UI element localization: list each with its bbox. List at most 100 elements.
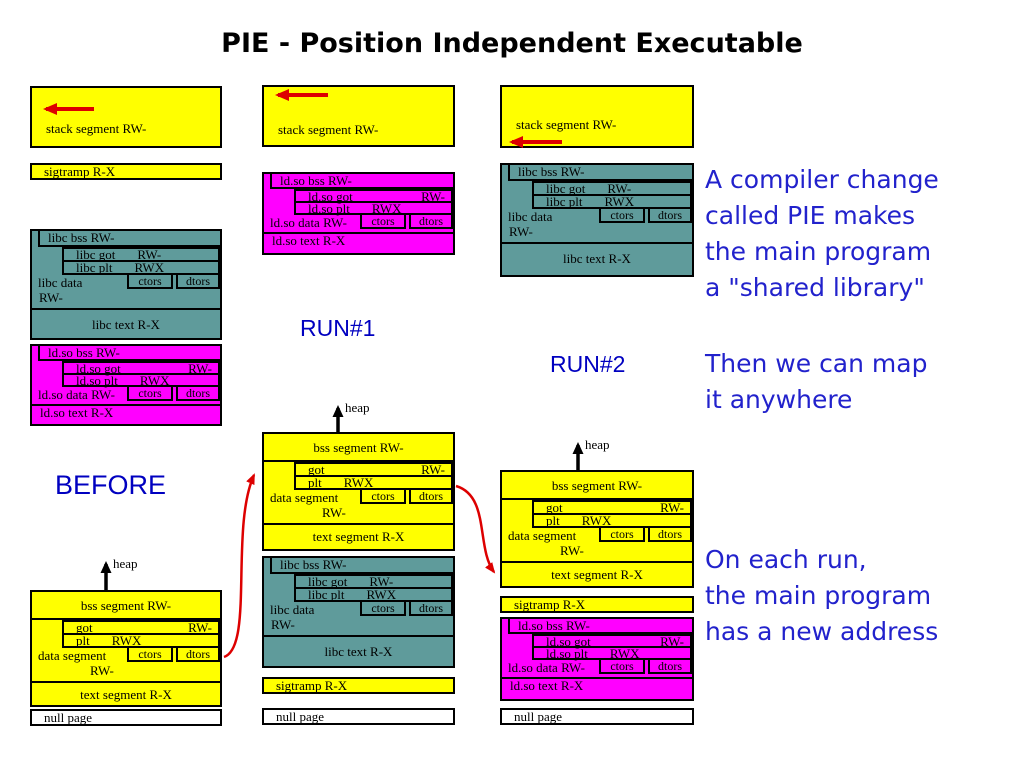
- ldso-data-row: ld.so data RW- ctors dtors: [502, 658, 692, 677]
- program-box-run2: bss segment RW- got RW- plt RWX data seg…: [500, 470, 694, 588]
- prog-plt-perm: RWX: [111, 633, 142, 648]
- ldso-got-label: ld.so got: [546, 634, 591, 649]
- note-line: Then we can map: [705, 349, 928, 378]
- prog-bss: bss segment RW-: [502, 472, 692, 500]
- prog-got-perm: RW-: [188, 620, 212, 635]
- slide-title: PIE - Position Independent Executable: [221, 28, 803, 59]
- libc-ctors: ctors: [599, 207, 645, 223]
- ldso-plt-label: ld.so plt: [308, 201, 350, 216]
- ldso-plt-perm: RWX: [609, 646, 640, 661]
- libc-data-perm: RW-: [271, 617, 295, 632]
- prog-data-perm: RW-: [560, 543, 584, 558]
- relocation-arrow-before-to-run1: [223, 473, 256, 659]
- program-box-run1: bss segment RW- got RW- plt RWX data seg…: [262, 432, 455, 551]
- ldso-data-label: ld.so data RW-: [38, 387, 115, 402]
- libc-box-run2: libc bss RW- libc got RW- libc plt RWX l…: [500, 163, 694, 277]
- ldso-dtors: dtors: [648, 658, 692, 674]
- libc-data-row: libc data RW- ctors dtors: [32, 273, 220, 308]
- heap-label-run1: heap: [345, 400, 370, 415]
- libc-bss: libc bss RW-: [508, 165, 692, 181]
- libc-bss: libc bss RW-: [270, 558, 453, 574]
- prog-plt-label: plt: [308, 475, 322, 490]
- ldso-plt-perm: RWX: [139, 373, 170, 388]
- ldso-data-label: ld.so data RW-: [508, 660, 585, 675]
- ldso-box-before: ld.so bss RW- ld.so got RW- ld.so plt RW…: [30, 344, 222, 426]
- sigtramp-label: sigtramp R-X: [32, 165, 220, 178]
- note-line: the main program: [705, 581, 932, 610]
- ldso-bss: ld.so bss RW-: [270, 174, 453, 189]
- note-line: called PIE makes: [705, 201, 916, 230]
- libc-plt-label: libc plt: [546, 194, 583, 209]
- prog-data-label: data segment: [508, 528, 577, 543]
- prog-plt-perm: RWX: [343, 475, 374, 490]
- prog-data-row: data segment RW- ctors dtors: [32, 646, 220, 681]
- prog-plt-label: plt: [546, 513, 560, 528]
- sigtramp-box-run1: sigtramp R-X: [262, 677, 455, 694]
- ldso-got-label: ld.so got: [76, 361, 121, 376]
- ldso-text: ld.so text R-X: [502, 677, 692, 693]
- prog-bss: bss segment RW-: [264, 434, 453, 462]
- libc-dtors: dtors: [648, 207, 692, 223]
- prog-got-label: got: [308, 462, 325, 477]
- note-new-address: On each run, the main program has a new …: [705, 542, 938, 650]
- libc-box-before: libc bss RW- libc got RW- libc plt RWX l…: [30, 229, 222, 340]
- libc-got-perm: RW-: [369, 574, 394, 589]
- prog-data-label: data segment: [270, 490, 339, 505]
- prog-ctors: ctors: [599, 526, 645, 542]
- prog-ctors: ctors: [127, 646, 173, 662]
- note-line: A compiler change: [705, 165, 939, 194]
- ldso-box-run1: ld.so bss RW- ld.so got RW- ld.so plt RW…: [262, 172, 455, 255]
- nullpage-box-run1: null page: [262, 708, 455, 725]
- before-label: BEFORE: [55, 470, 167, 500]
- ldso-got-perm: RW-: [660, 634, 684, 649]
- prog-bss: bss segment RW-: [32, 592, 220, 620]
- libc-data-perm: RW-: [509, 224, 533, 239]
- note-line: has a new address: [705, 617, 939, 646]
- note-line: On each run,: [705, 545, 867, 574]
- stack-box-run2: stack segment RW-: [500, 85, 694, 148]
- ldso-text: ld.so text R-X: [264, 232, 453, 248]
- prog-data-label: data segment: [38, 648, 107, 663]
- prog-dtors: dtors: [648, 526, 692, 542]
- libc-got-label: libc got: [546, 181, 586, 196]
- prog-text: text segment R-X: [502, 561, 692, 586]
- note-line: it anywhere: [705, 385, 853, 414]
- prog-plt-perm: RWX: [581, 513, 612, 528]
- libc-box-run1: libc bss RW- libc got RW- libc plt RWX l…: [262, 556, 455, 668]
- libc-data-label: libc data: [508, 209, 553, 224]
- prog-text: text segment R-X: [32, 681, 220, 705]
- libc-got-perm: RW-: [607, 181, 632, 196]
- ldso-box-run2: ld.so bss RW- ld.so got RW- ld.so plt RW…: [500, 617, 694, 701]
- prog-got-label: got: [546, 500, 563, 515]
- libc-data-label: libc data: [38, 275, 83, 290]
- sigtramp-box-before: sigtramp R-X: [30, 163, 222, 180]
- ldso-bss: ld.so bss RW-: [508, 619, 692, 634]
- nullpage-label: null page: [32, 711, 220, 724]
- ldso-text: ld.so text R-X: [32, 404, 220, 420]
- ldso-data-row: ld.so data RW- ctors dtors: [264, 213, 453, 232]
- ldso-data-row: ld.so data RW- ctors dtors: [32, 385, 220, 404]
- libc-text: libc text R-X: [502, 242, 692, 272]
- ldso-data-label: ld.so data RW-: [270, 215, 347, 230]
- libc-plt-perm: RWX: [366, 587, 397, 602]
- prog-got-label: got: [76, 620, 93, 635]
- prog-got-perm: RW-: [660, 500, 684, 515]
- prog-ctors: ctors: [360, 488, 406, 504]
- ldso-got-label: ld.so got: [308, 189, 353, 204]
- sigtramp-label: sigtramp R-X: [502, 598, 692, 611]
- libc-bss: libc bss RW-: [38, 231, 220, 247]
- libc-plt-label: libc plt: [76, 260, 113, 275]
- note-line: the main program: [705, 237, 932, 266]
- ldso-bss: ld.so bss RW-: [38, 346, 220, 361]
- stack-label: stack segment RW-: [46, 121, 147, 136]
- ldso-got-perm: RW-: [421, 189, 445, 204]
- stack-box-before: stack segment RW-: [30, 86, 222, 148]
- libc-ctors: ctors: [127, 273, 173, 289]
- nullpage-box-run2: null page: [500, 708, 694, 725]
- libc-data-perm: RW-: [39, 290, 63, 305]
- sigtramp-label: sigtramp R-X: [264, 679, 453, 692]
- heap-label-before: heap: [113, 556, 138, 571]
- nullpage-label: null page: [264, 710, 453, 723]
- libc-plt-perm: RWX: [604, 194, 635, 209]
- libc-text: libc text R-X: [264, 635, 453, 665]
